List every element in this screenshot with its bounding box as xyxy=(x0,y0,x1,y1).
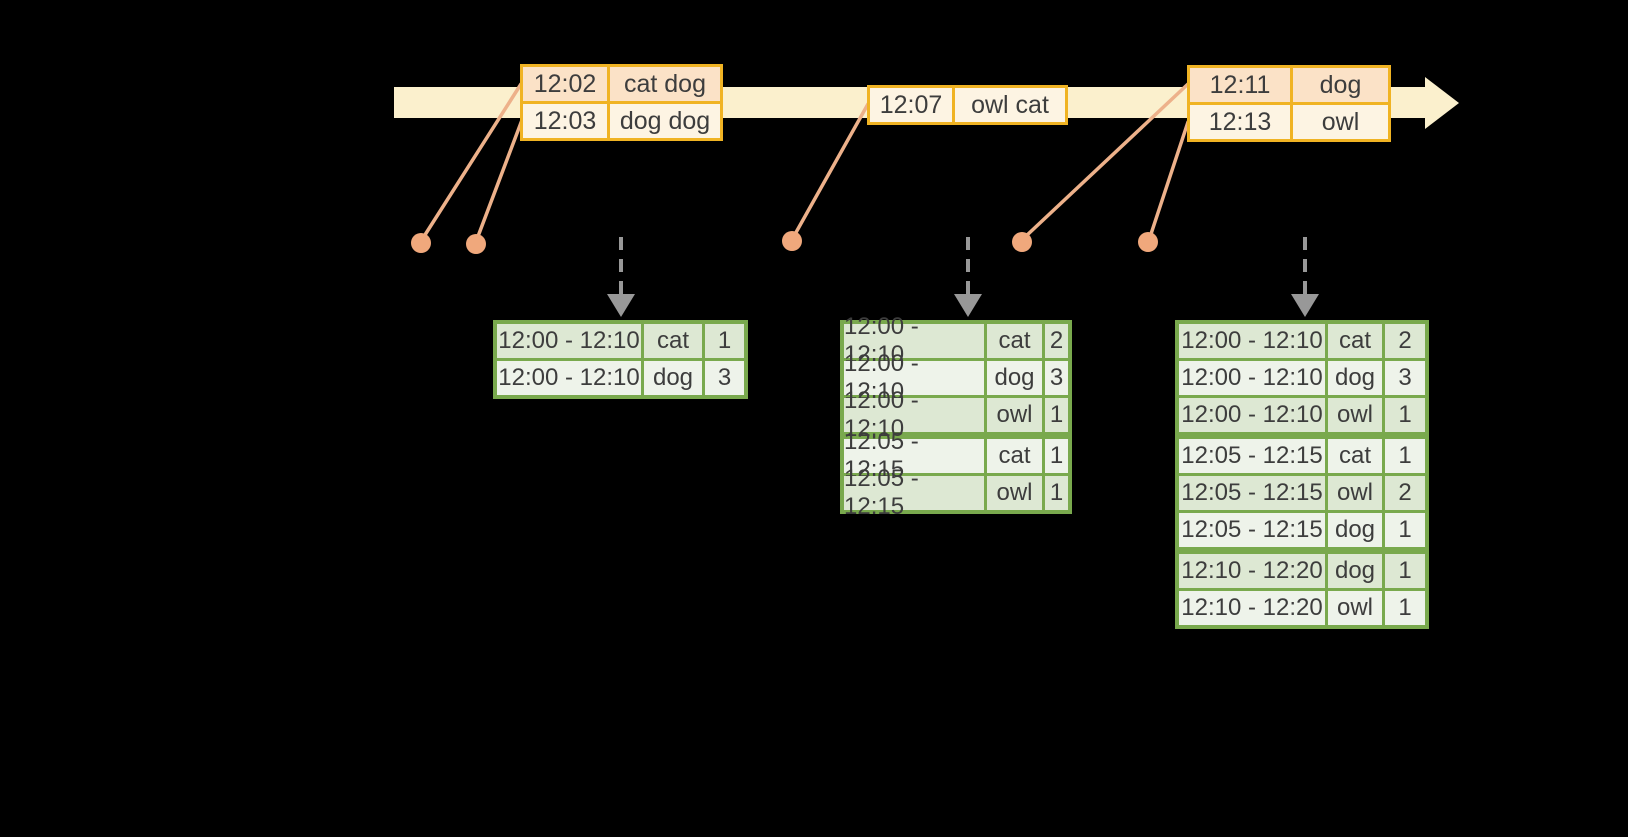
event-words-cell: dog xyxy=(1293,68,1388,102)
result-word-cell: cat xyxy=(987,439,1042,473)
result-window-cell: 12:00 - 12:10 xyxy=(497,324,641,358)
result-window-cell: 12:00 - 12:10 xyxy=(1179,324,1325,358)
connector-line-1202 xyxy=(421,82,523,240)
result-count-cell: 1 xyxy=(1385,513,1425,547)
event-words-cell: cat dog xyxy=(610,67,720,101)
event-time-cell: 12:03 xyxy=(523,104,607,138)
result-word-cell: owl xyxy=(1328,591,1382,625)
connector-line-1211 xyxy=(1023,82,1190,239)
event-dot-icon xyxy=(782,231,802,251)
event-dot-icon xyxy=(1138,232,1158,252)
result-count-cell: 3 xyxy=(1045,361,1068,395)
trigger-arrowhead-icon xyxy=(954,294,982,317)
result-count-cell: 2 xyxy=(1385,324,1425,358)
result-word-cell: owl xyxy=(987,476,1042,510)
result-window-cell: 12:05 - 12:15 xyxy=(1179,476,1325,510)
result-window-cell: 12:00 - 12:10 xyxy=(1179,398,1325,432)
result-window-cell: 12:10 - 12:20 xyxy=(1179,591,1325,625)
result-count-cell: 1 xyxy=(1385,398,1425,432)
result-count-cell: 1 xyxy=(1045,476,1068,510)
trigger-arrows xyxy=(607,237,1319,317)
connector-line-1207 xyxy=(792,102,870,238)
result-window-cell: 12:10 - 12:20 xyxy=(1179,554,1325,588)
event-time-cell: 12:13 xyxy=(1190,105,1290,139)
result-count-cell: 1 xyxy=(1385,591,1425,625)
result-count-cell: 3 xyxy=(705,361,744,395)
result-word-cell: cat xyxy=(987,324,1042,358)
trigger-arrowhead-icon xyxy=(607,294,635,317)
result-word-cell: dog xyxy=(987,361,1042,395)
result-window-cell: 12:00 - 12:10 xyxy=(1179,361,1325,395)
result-window-cell: 12:05 - 12:15 xyxy=(844,465,984,520)
result-word-cell: cat xyxy=(1328,324,1382,358)
connector-line-1203 xyxy=(475,118,524,241)
result-count-cell: 1 xyxy=(1385,554,1425,588)
result-window-cell: 12:05 - 12:15 xyxy=(1179,439,1325,473)
result-count-cell: 2 xyxy=(1045,324,1068,358)
result-word-cell: dog xyxy=(644,361,702,395)
event-time-cell: 12:11 xyxy=(1190,68,1290,102)
result-word-cell: owl xyxy=(1328,476,1382,510)
result-count-cell: 1 xyxy=(1045,398,1068,432)
trigger-arrowhead-icon xyxy=(1291,294,1319,317)
result-window-cell: 12:05 - 12:15 xyxy=(1179,513,1325,547)
result-count-cell: 1 xyxy=(1045,439,1068,473)
result-window-cell: 12:05 - 12:15 xyxy=(844,428,984,483)
event-connector-lines xyxy=(421,82,1190,241)
result-word-cell: dog xyxy=(1328,554,1382,588)
result-word-cell: cat xyxy=(644,324,702,358)
event-words-cell: owl xyxy=(1293,105,1388,139)
event-time-cell: 12:02 xyxy=(523,67,607,101)
event-words-cell: owl cat xyxy=(955,88,1065,122)
event-words-cell: dog dog xyxy=(610,104,720,138)
result-word-cell: dog xyxy=(1328,513,1382,547)
timeline-arrowhead-icon xyxy=(1425,77,1459,129)
result-word-cell: owl xyxy=(1328,398,1382,432)
result-count-cell: 3 xyxy=(1385,361,1425,395)
event-dot-icon xyxy=(466,234,486,254)
result-word-cell: dog xyxy=(1328,361,1382,395)
connector-line-1213 xyxy=(1148,120,1190,239)
event-time-cell: 12:07 xyxy=(870,88,952,122)
result-count-cell: 1 xyxy=(1385,439,1425,473)
event-dot-icon xyxy=(411,233,431,253)
result-word-cell: cat xyxy=(1328,439,1382,473)
result-word-cell: owl xyxy=(987,398,1042,432)
result-count-cell: 2 xyxy=(1385,476,1425,510)
result-window-cell: 12:00 - 12:10 xyxy=(497,361,641,395)
event-dot-icon xyxy=(1012,232,1032,252)
result-count-cell: 1 xyxy=(705,324,744,358)
result-window-cell: 12:00 - 12:10 xyxy=(844,387,984,442)
event-dots xyxy=(411,231,1158,254)
